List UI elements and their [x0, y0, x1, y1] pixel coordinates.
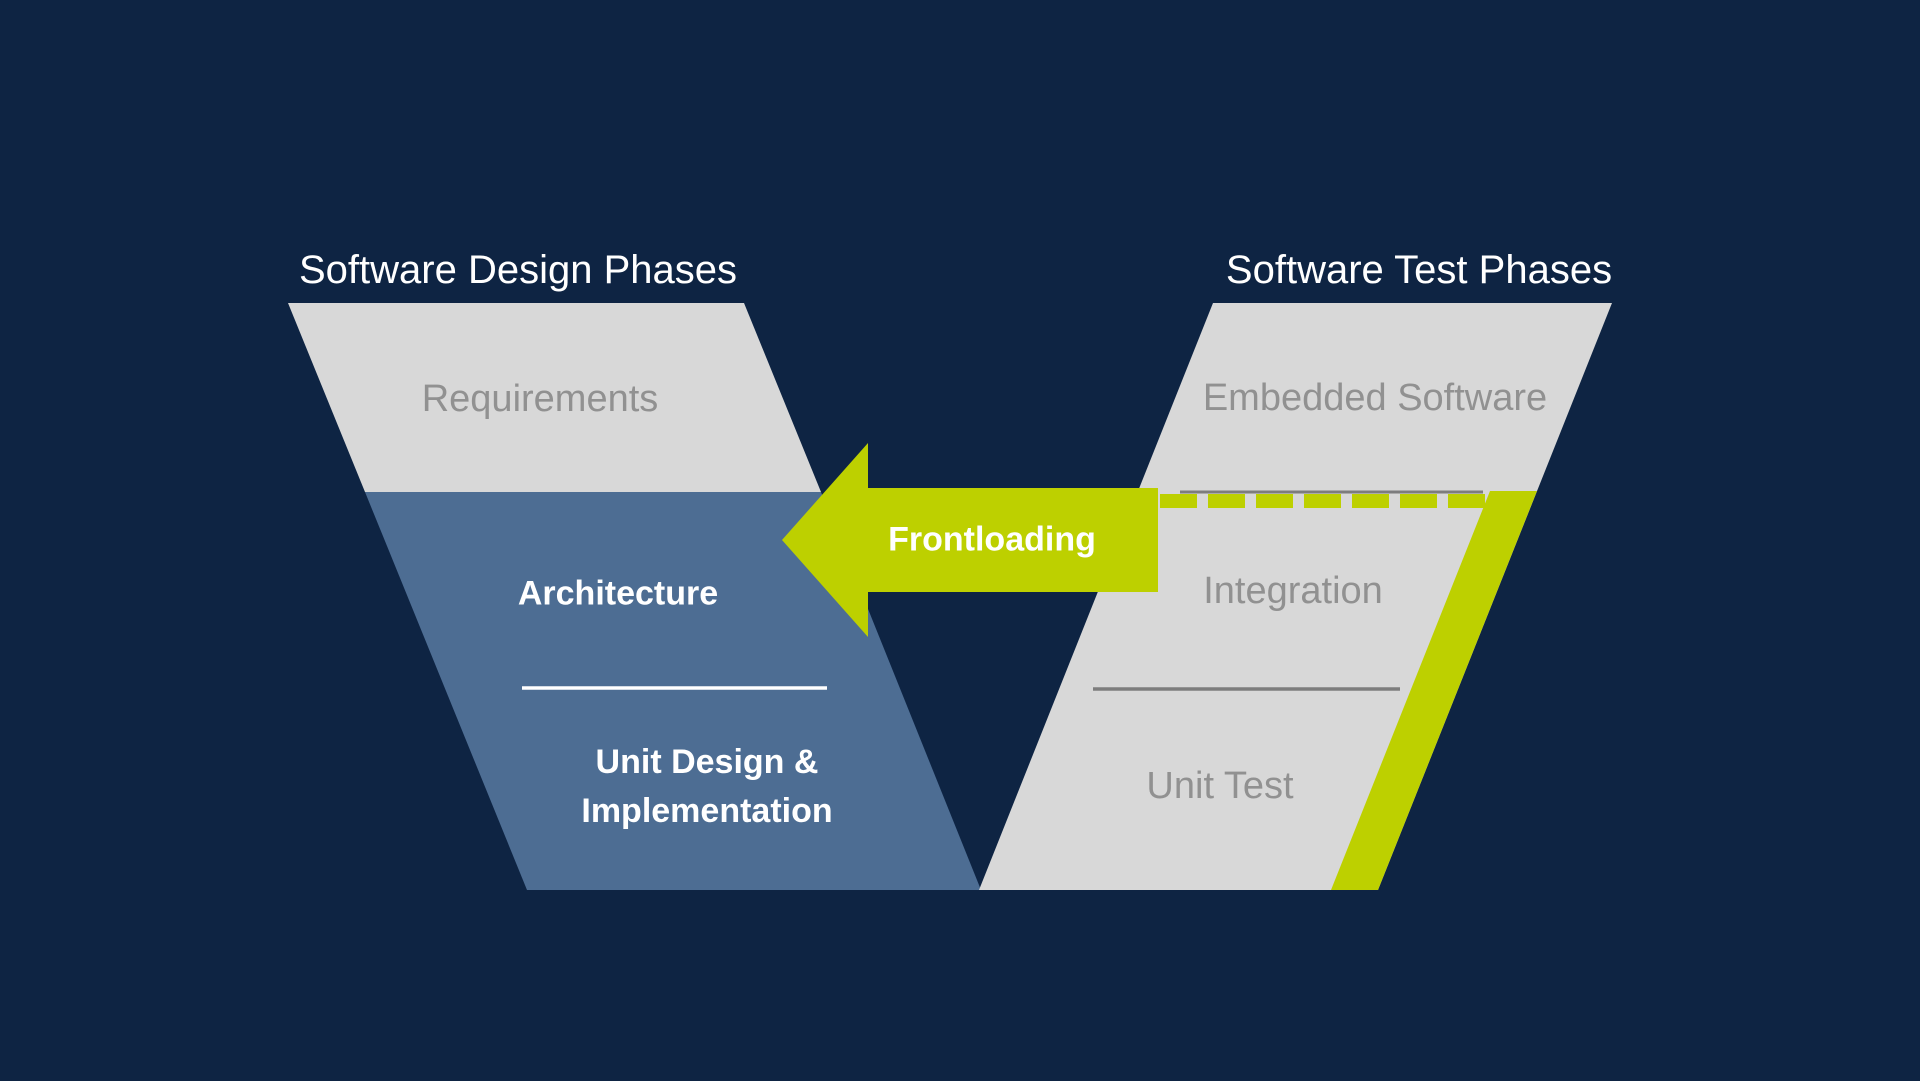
unit-design-line1: Unit Design & [595, 743, 819, 781]
design-shape-lower-section [365, 492, 981, 890]
green-edge-band [1331, 491, 1537, 890]
test-phases-title: Software Test Phases [1225, 248, 1613, 292]
unit-design-line2: Implementation [581, 792, 833, 830]
embedded-software-label: Embedded Software [1202, 377, 1548, 420]
test-shape [979, 303, 1612, 890]
requirements-label: Requirements [421, 378, 659, 421]
frontloading-arrow [782, 443, 1158, 637]
design-shape-requirements-section [288, 303, 821, 492]
frontloading-label: Frontloading [888, 520, 1096, 559]
design-phases-title: Software Design Phases [298, 248, 738, 292]
unit-design-implementation-label: Unit Design & Implementation [581, 738, 832, 836]
unit-test-label: Unit Test [1146, 765, 1294, 808]
architecture-label: Architecture [517, 574, 719, 613]
integration-label: Integration [1203, 570, 1383, 613]
